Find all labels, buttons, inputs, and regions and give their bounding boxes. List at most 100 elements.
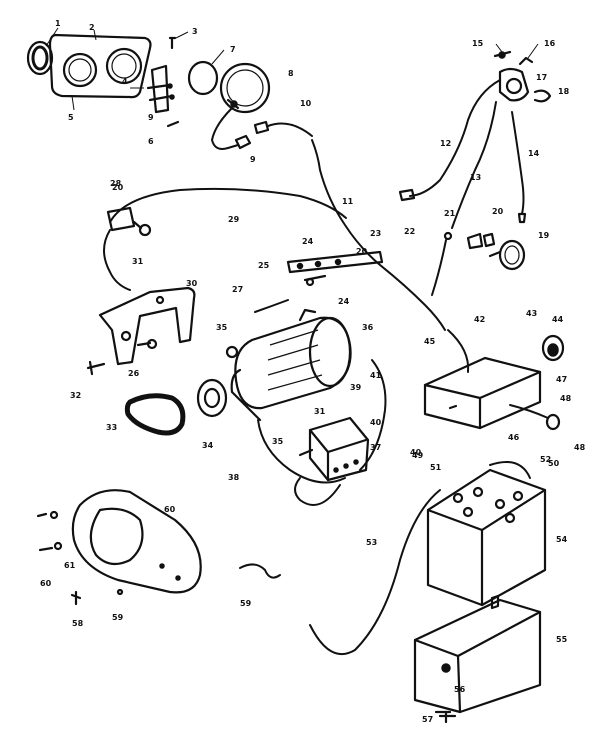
- callout: 52: [540, 455, 551, 464]
- callout: 24: [338, 297, 350, 306]
- callout: 27: [232, 285, 243, 294]
- callout: 50: [548, 459, 560, 468]
- callout-labels: 1 2 3 4 5 6 7 8 9 9 10 11 12 13 14 15 16…: [40, 19, 586, 724]
- regulator-harness: [257, 359, 387, 506]
- callout: 20: [492, 207, 504, 216]
- callout: 56: [454, 685, 466, 694]
- callout: 33: [106, 423, 117, 432]
- drive-belt: [124, 393, 186, 436]
- callout: 35: [216, 323, 228, 332]
- callout: 9: [148, 113, 154, 122]
- callout: 7: [230, 45, 236, 54]
- callout: 41: [370, 371, 382, 380]
- callout: 47: [556, 375, 567, 384]
- callout: 60: [40, 579, 52, 588]
- mounting-bracket: [86, 286, 196, 376]
- callout: 6: [148, 137, 154, 146]
- callout: 15: [472, 39, 484, 48]
- callout: 54: [556, 535, 568, 544]
- callout: 8: [288, 69, 294, 78]
- terminal-strip: [286, 250, 384, 287]
- guard-hardware: [36, 510, 124, 606]
- callout: 61: [64, 561, 76, 570]
- callout: 29: [228, 215, 240, 224]
- callout: 10: [300, 99, 312, 108]
- bolt-55: [438, 710, 457, 724]
- pilot-lamp: [488, 239, 526, 271]
- control-box: [423, 356, 542, 430]
- battery-cables: [309, 329, 531, 655]
- callout: 17: [536, 73, 547, 82]
- callout: 20: [356, 247, 368, 256]
- callout: 5: [68, 113, 74, 122]
- callout: 58: [72, 619, 84, 628]
- voltage-regulator: [298, 416, 370, 482]
- callout: 36: [362, 323, 374, 332]
- callout: 28: [110, 179, 122, 188]
- callout: 60: [164, 505, 176, 514]
- callout: 45: [424, 337, 436, 346]
- callout: 1: [55, 19, 61, 28]
- switch-bracket: [146, 36, 180, 128]
- headlamp-reflector: [219, 62, 271, 114]
- callout: 53: [366, 538, 377, 547]
- callout: 25: [258, 261, 270, 270]
- callout: 59: [112, 613, 124, 622]
- drive-pulley: [196, 378, 228, 418]
- callout: 16: [544, 39, 556, 48]
- callout: 46: [508, 433, 520, 442]
- lamp-socket-wire: [210, 107, 313, 150]
- callout: 34: [202, 441, 214, 450]
- wiring-harness-main: [109, 139, 446, 331]
- fuse-holder-43-44: [541, 334, 565, 362]
- callout: 18: [558, 87, 570, 96]
- callout: 38: [228, 473, 240, 482]
- switch-harness: [398, 79, 527, 229]
- headlight-bezel-ring: [26, 40, 54, 76]
- callout: 40: [410, 448, 422, 457]
- callout: 22: [404, 227, 415, 236]
- wire-clip-58: [239, 563, 281, 579]
- wire-27: [254, 299, 289, 313]
- callout: 37: [370, 443, 381, 452]
- callout: 31: [314, 407, 326, 416]
- callout: 14: [528, 149, 540, 158]
- callout: 4: [122, 77, 128, 86]
- lamp-retainer-ring: [187, 60, 219, 96]
- callout: 23: [370, 229, 381, 238]
- callout: 55: [556, 635, 568, 644]
- battery: [426, 468, 547, 607]
- callout: 49: [412, 451, 424, 460]
- callout: 48: [574, 443, 586, 452]
- callout: 39: [350, 383, 362, 392]
- callout: 48: [560, 394, 572, 403]
- cable-47: [509, 404, 561, 431]
- callout: 26: [128, 369, 140, 378]
- callout: 57: [422, 715, 433, 724]
- callout: 59: [240, 599, 252, 608]
- callout: 51: [430, 463, 442, 472]
- connectors-20-21: [431, 231, 496, 296]
- callout: 21: [444, 209, 456, 218]
- callout: 12: [440, 139, 451, 148]
- callout: 30: [186, 279, 198, 288]
- callout: 31: [132, 257, 144, 266]
- callout: 13: [470, 173, 481, 182]
- battery-tray: [413, 594, 542, 714]
- leader-lines: [45, 27, 539, 111]
- callout: 3: [192, 27, 198, 36]
- callout: 24: [302, 237, 314, 246]
- starter-generator: [225, 308, 352, 422]
- callout: 9: [250, 155, 256, 164]
- ignition-switch: [103, 206, 152, 291]
- callout: 2: [89, 23, 95, 32]
- callout: 20: [112, 183, 124, 192]
- callout: 44: [552, 315, 564, 324]
- callout: 11: [342, 197, 354, 206]
- callout: 35: [272, 437, 284, 446]
- callout: 32: [70, 391, 81, 400]
- callout: 43: [526, 309, 537, 318]
- light-switch-assembly: [493, 50, 552, 103]
